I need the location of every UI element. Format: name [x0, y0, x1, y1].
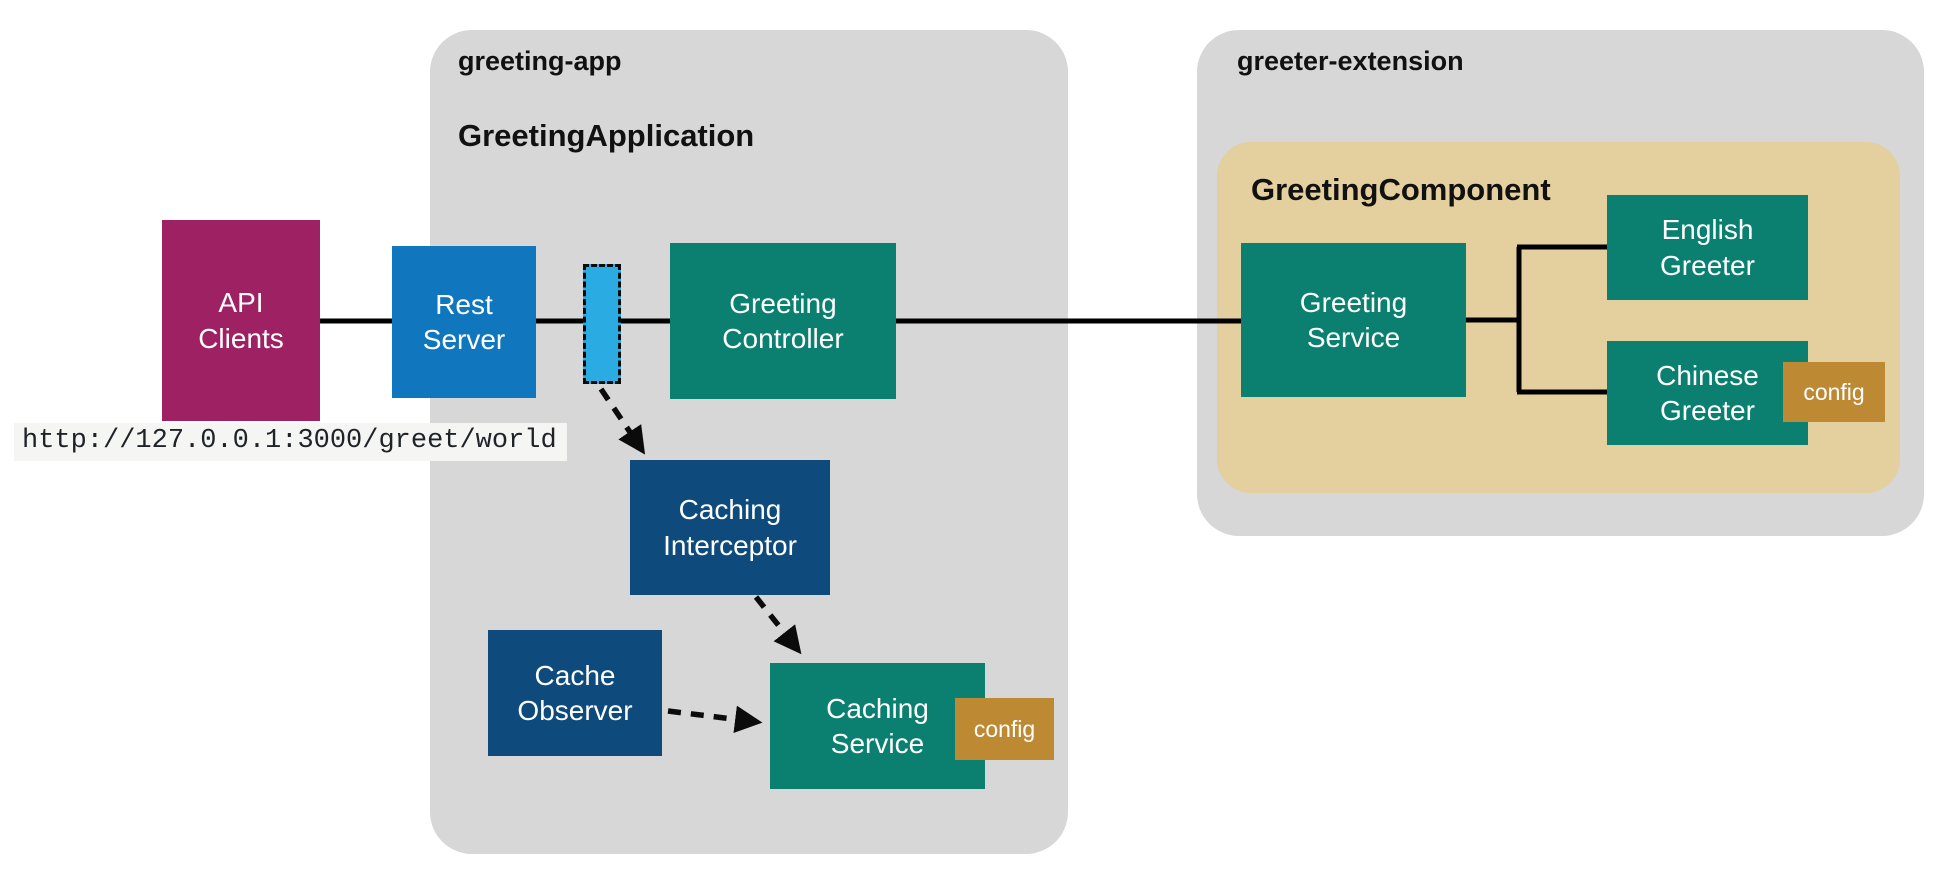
interceptor-point-node — [583, 264, 621, 384]
chinese-greeter-config-badge: config — [1783, 362, 1885, 422]
rest-server-node: Rest Server — [392, 246, 536, 398]
greeting-controller-label: Greeting Controller — [722, 287, 844, 354]
greeting-service-node: Greeting Service — [1241, 243, 1466, 397]
greeting-controller-node: Greeting Controller — [670, 243, 896, 399]
greeting-app-label: greeting-app — [458, 46, 622, 76]
chinese-greeter-label: Chinese Greeter — [1656, 359, 1759, 426]
caching-service-config-label: config — [973, 715, 1036, 742]
rest-server-label: Rest Server — [422, 288, 506, 355]
greeting-application-title: GreetingApplication — [458, 118, 755, 153]
chinese-greeter-config-label: config — [1803, 378, 1865, 405]
caching-interceptor-label: Caching Interceptor — [663, 494, 797, 561]
cache-observer-label: Cache Observer — [517, 659, 633, 726]
caching-service-node: Caching Service — [770, 663, 985, 789]
api-clients-node: API Clients — [162, 220, 320, 421]
caching-service-label: Caching Service — [826, 692, 929, 759]
caching-service-config-badge: config — [955, 698, 1054, 760]
request-url-label: http://127.0.0.1:3000/greet/world — [14, 423, 567, 461]
chinese-greeter-node: Chinese Greeter — [1607, 341, 1808, 445]
greeter-extension-label: greeter-extension — [1237, 46, 1464, 76]
api-clients-label: API Clients — [198, 287, 284, 354]
cache-observer-node: Cache Observer — [488, 630, 662, 756]
caching-interceptor-node: Caching Interceptor — [630, 460, 830, 595]
greeting-component-title: GreetingComponent — [1251, 172, 1551, 207]
greeting-service-label: Greeting Service — [1299, 286, 1408, 353]
english-greeter-label: English Greeter — [1660, 214, 1755, 281]
english-greeter-node: English Greeter — [1607, 195, 1808, 300]
